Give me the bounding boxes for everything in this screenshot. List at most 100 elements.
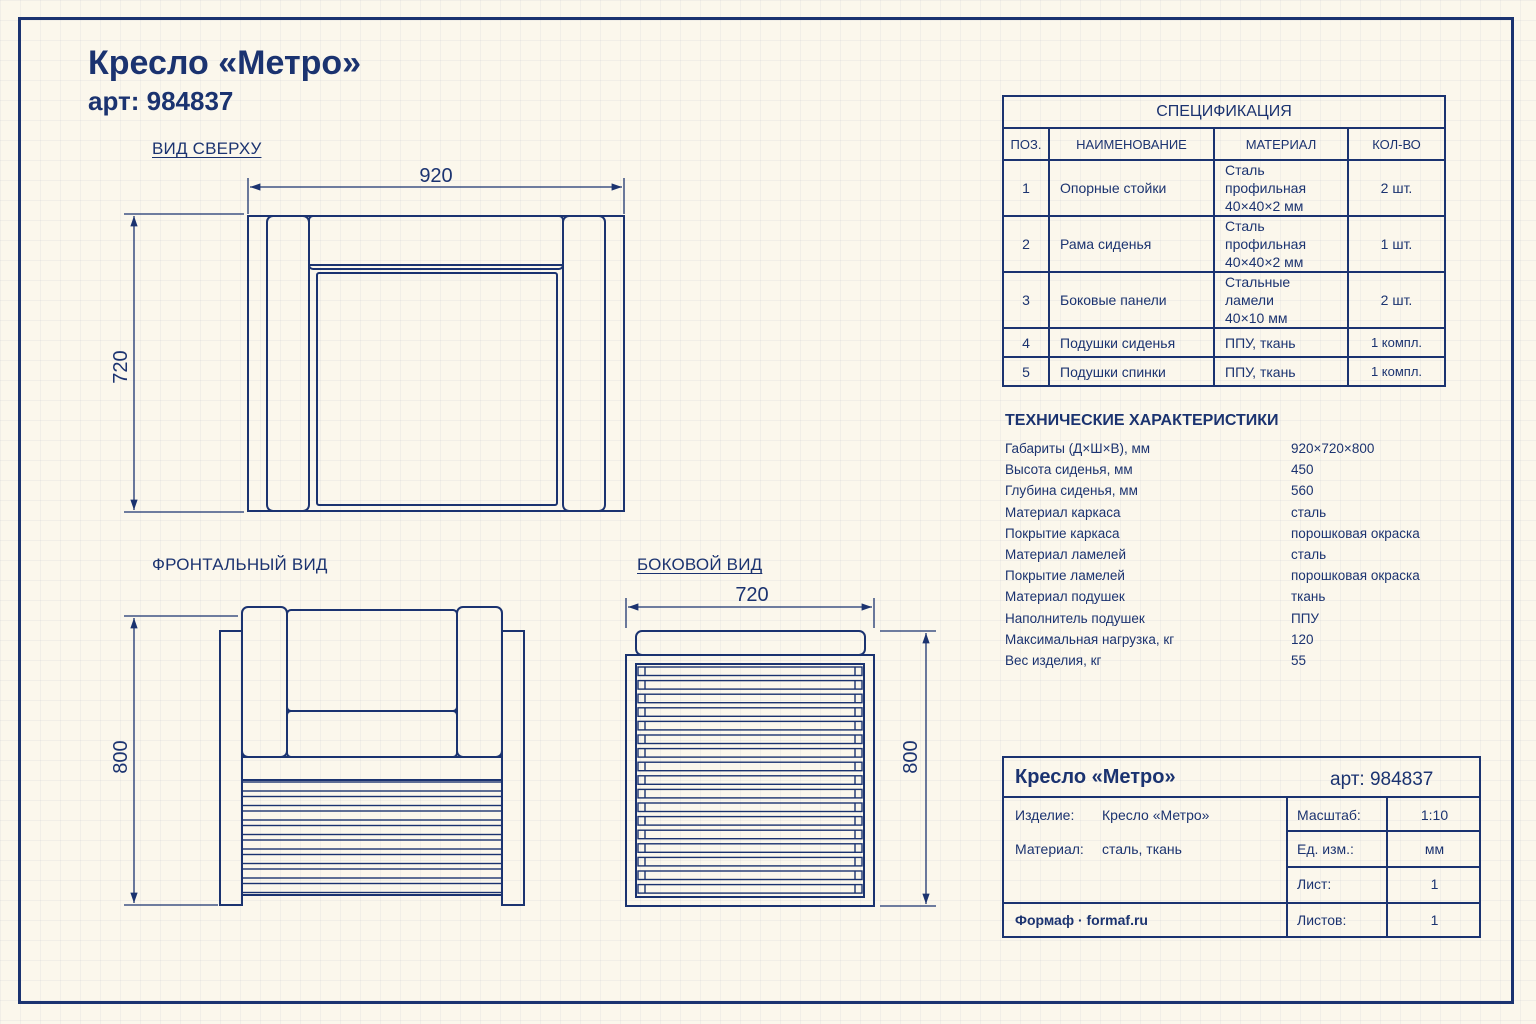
drawing-frame	[18, 17, 1514, 1004]
spec-material: ППУ, ткань	[1213, 356, 1349, 387]
product-value: Кресло «Метро»	[1102, 807, 1210, 823]
side-slat	[637, 747, 863, 758]
sheets-value: 1	[1430, 912, 1439, 928]
side-slat	[637, 788, 863, 799]
side-slat	[637, 720, 863, 731]
spec-qty: 2 шт.	[1347, 271, 1446, 329]
spec-name: Подушки сиденья	[1048, 327, 1215, 358]
side-slat	[637, 802, 863, 813]
spec-pos: 1	[1002, 159, 1050, 217]
unit-label: Ед. изм.:	[1297, 841, 1354, 857]
spec-name: Боковые панели	[1048, 271, 1215, 329]
front-slats	[241, 781, 503, 894]
side-slat	[637, 734, 863, 745]
spec-qty: 1 шт.	[1347, 215, 1446, 273]
spec-material: Стальные ламели 40×10 мм	[1213, 271, 1349, 329]
sheet-value: 1	[1430, 876, 1439, 892]
front-slat	[241, 795, 503, 807]
top-view-label: ВИД СВЕРХУ	[152, 139, 262, 158]
front-view-dimensions	[124, 615, 238, 906]
article-number: арт: 984837	[88, 86, 234, 116]
title-block-name: Кресло «Метро»	[1015, 766, 1176, 788]
table-row: 4 Подушки сиденья ППУ, ткань 1 компл.	[1002, 327, 1446, 358]
side-slat	[637, 815, 863, 826]
tech-key: Материал ламелей	[1005, 546, 1126, 562]
spec-name: Рама сиденья	[1048, 215, 1215, 273]
side-slat	[637, 666, 863, 677]
specification-table: СПЕЦИФИКАЦИЯ ПОЗ. НАИМЕНОВАНИЕ МАТЕРИАЛ …	[1002, 95, 1446, 387]
side-slat	[637, 775, 863, 785]
tech-key: Глубина сиденья, мм	[1005, 483, 1138, 499]
spec-material-line2: 40×40×2 мм	[1225, 198, 1304, 214]
spec-pos: 4	[1002, 327, 1050, 358]
spec-material: Сталь профильная 40×40×2 мм	[1213, 159, 1349, 217]
side-view-label: БОКОВОЙ ВИД	[637, 555, 763, 574]
spec-material-line2: 40×40×2 мм	[1225, 254, 1304, 270]
spec-material-line1: Сталь профильная	[1225, 162, 1307, 196]
spec-name: Подушки спинки	[1048, 356, 1215, 387]
table-row: 3 Боковые панели Стальные ламели 40×10 мм…	[1002, 271, 1446, 329]
scale-value: 1:10	[1420, 807, 1449, 823]
side-slat	[637, 679, 863, 690]
tech-value: сталь	[1291, 504, 1327, 520]
tech-value: сталь	[1291, 546, 1327, 562]
tech-key: Вес изделия, кг	[1005, 652, 1102, 668]
tech-key: Материал подушек	[1005, 589, 1125, 605]
spec-material-line2: 40×10 мм	[1225, 310, 1288, 326]
spec-qty: 2 шт.	[1347, 159, 1446, 217]
spec-col-pos: ПОЗ.	[1002, 127, 1050, 161]
front-slat	[241, 781, 503, 792]
tech-key: Высота сиденья, мм	[1005, 462, 1133, 478]
side-slat	[637, 761, 863, 772]
tech-key: Габариты (Д×Ш×В), мм	[1005, 441, 1151, 456]
tech-value: порошковая окраска	[1291, 525, 1420, 541]
top-view-dimensions	[124, 178, 625, 513]
tech-key: Покрытие ламелей	[1005, 568, 1125, 584]
tech-value: ППУ	[1291, 610, 1319, 626]
spec-pos: 3	[1002, 271, 1050, 329]
side-width-dimension: 720	[735, 584, 768, 606]
table-row: 5 Подушки спинки ППУ, ткань 1 компл.	[1002, 356, 1446, 387]
front-height-dimension: 800	[110, 740, 132, 773]
side-slat	[637, 693, 863, 704]
tech-key: Наполнитель подушек	[1005, 610, 1145, 626]
title-block-article: арт: 984837	[1330, 769, 1434, 790]
spec-material-line1: Стальные ламели	[1225, 274, 1291, 308]
unit-value: мм	[1424, 841, 1445, 857]
tech-key: Максимальная нагрузка, кг	[1005, 631, 1175, 647]
tech-value: порошковая окраска	[1291, 568, 1420, 584]
side-slat	[637, 829, 863, 840]
tech-key: Покрытие каркаса	[1005, 525, 1120, 541]
front-slat	[241, 824, 503, 836]
front-view-drawing	[219, 606, 525, 906]
tech-title: ТЕХНИЧЕСКИЕ ХАРАКТЕРИСТИКИ	[1005, 412, 1279, 429]
material-value: сталь, ткань	[1102, 841, 1182, 857]
side-slats	[637, 666, 863, 894]
top-view-drawing	[247, 215, 625, 512]
scale-label: Масштаб:	[1297, 807, 1361, 823]
front-view-label: ФРОНТАЛЬНЫЙ ВИД	[152, 555, 328, 574]
tech-value: 450	[1291, 462, 1314, 478]
front-slat	[241, 839, 503, 850]
side-height-dimension: 800	[900, 740, 922, 773]
top-width-dimension: 920	[419, 165, 452, 187]
tech-value: 120	[1291, 631, 1314, 647]
title-block: Кресло «Метро» арт: 984837 Изделие: Крес…	[1002, 756, 1481, 938]
side-slat	[637, 843, 863, 853]
side-view-drawing	[625, 630, 875, 907]
product-label: Изделие:	[1015, 807, 1075, 823]
spec-pos: 5	[1002, 356, 1050, 387]
side-view-dimensions	[625, 598, 936, 907]
side-slat	[637, 856, 863, 867]
spec-col-name: НАИМЕНОВАНИЕ	[1048, 127, 1215, 161]
side-slat	[637, 870, 863, 881]
spec-qty: 1 компл.	[1347, 327, 1446, 358]
spec-col-qty: КОЛ-ВО	[1347, 127, 1446, 161]
material-label: Материал:	[1015, 841, 1084, 857]
front-slat	[241, 853, 503, 865]
sheets-label: Листов:	[1297, 912, 1347, 928]
spec-col-material: МАТЕРИАЛ	[1213, 127, 1349, 161]
